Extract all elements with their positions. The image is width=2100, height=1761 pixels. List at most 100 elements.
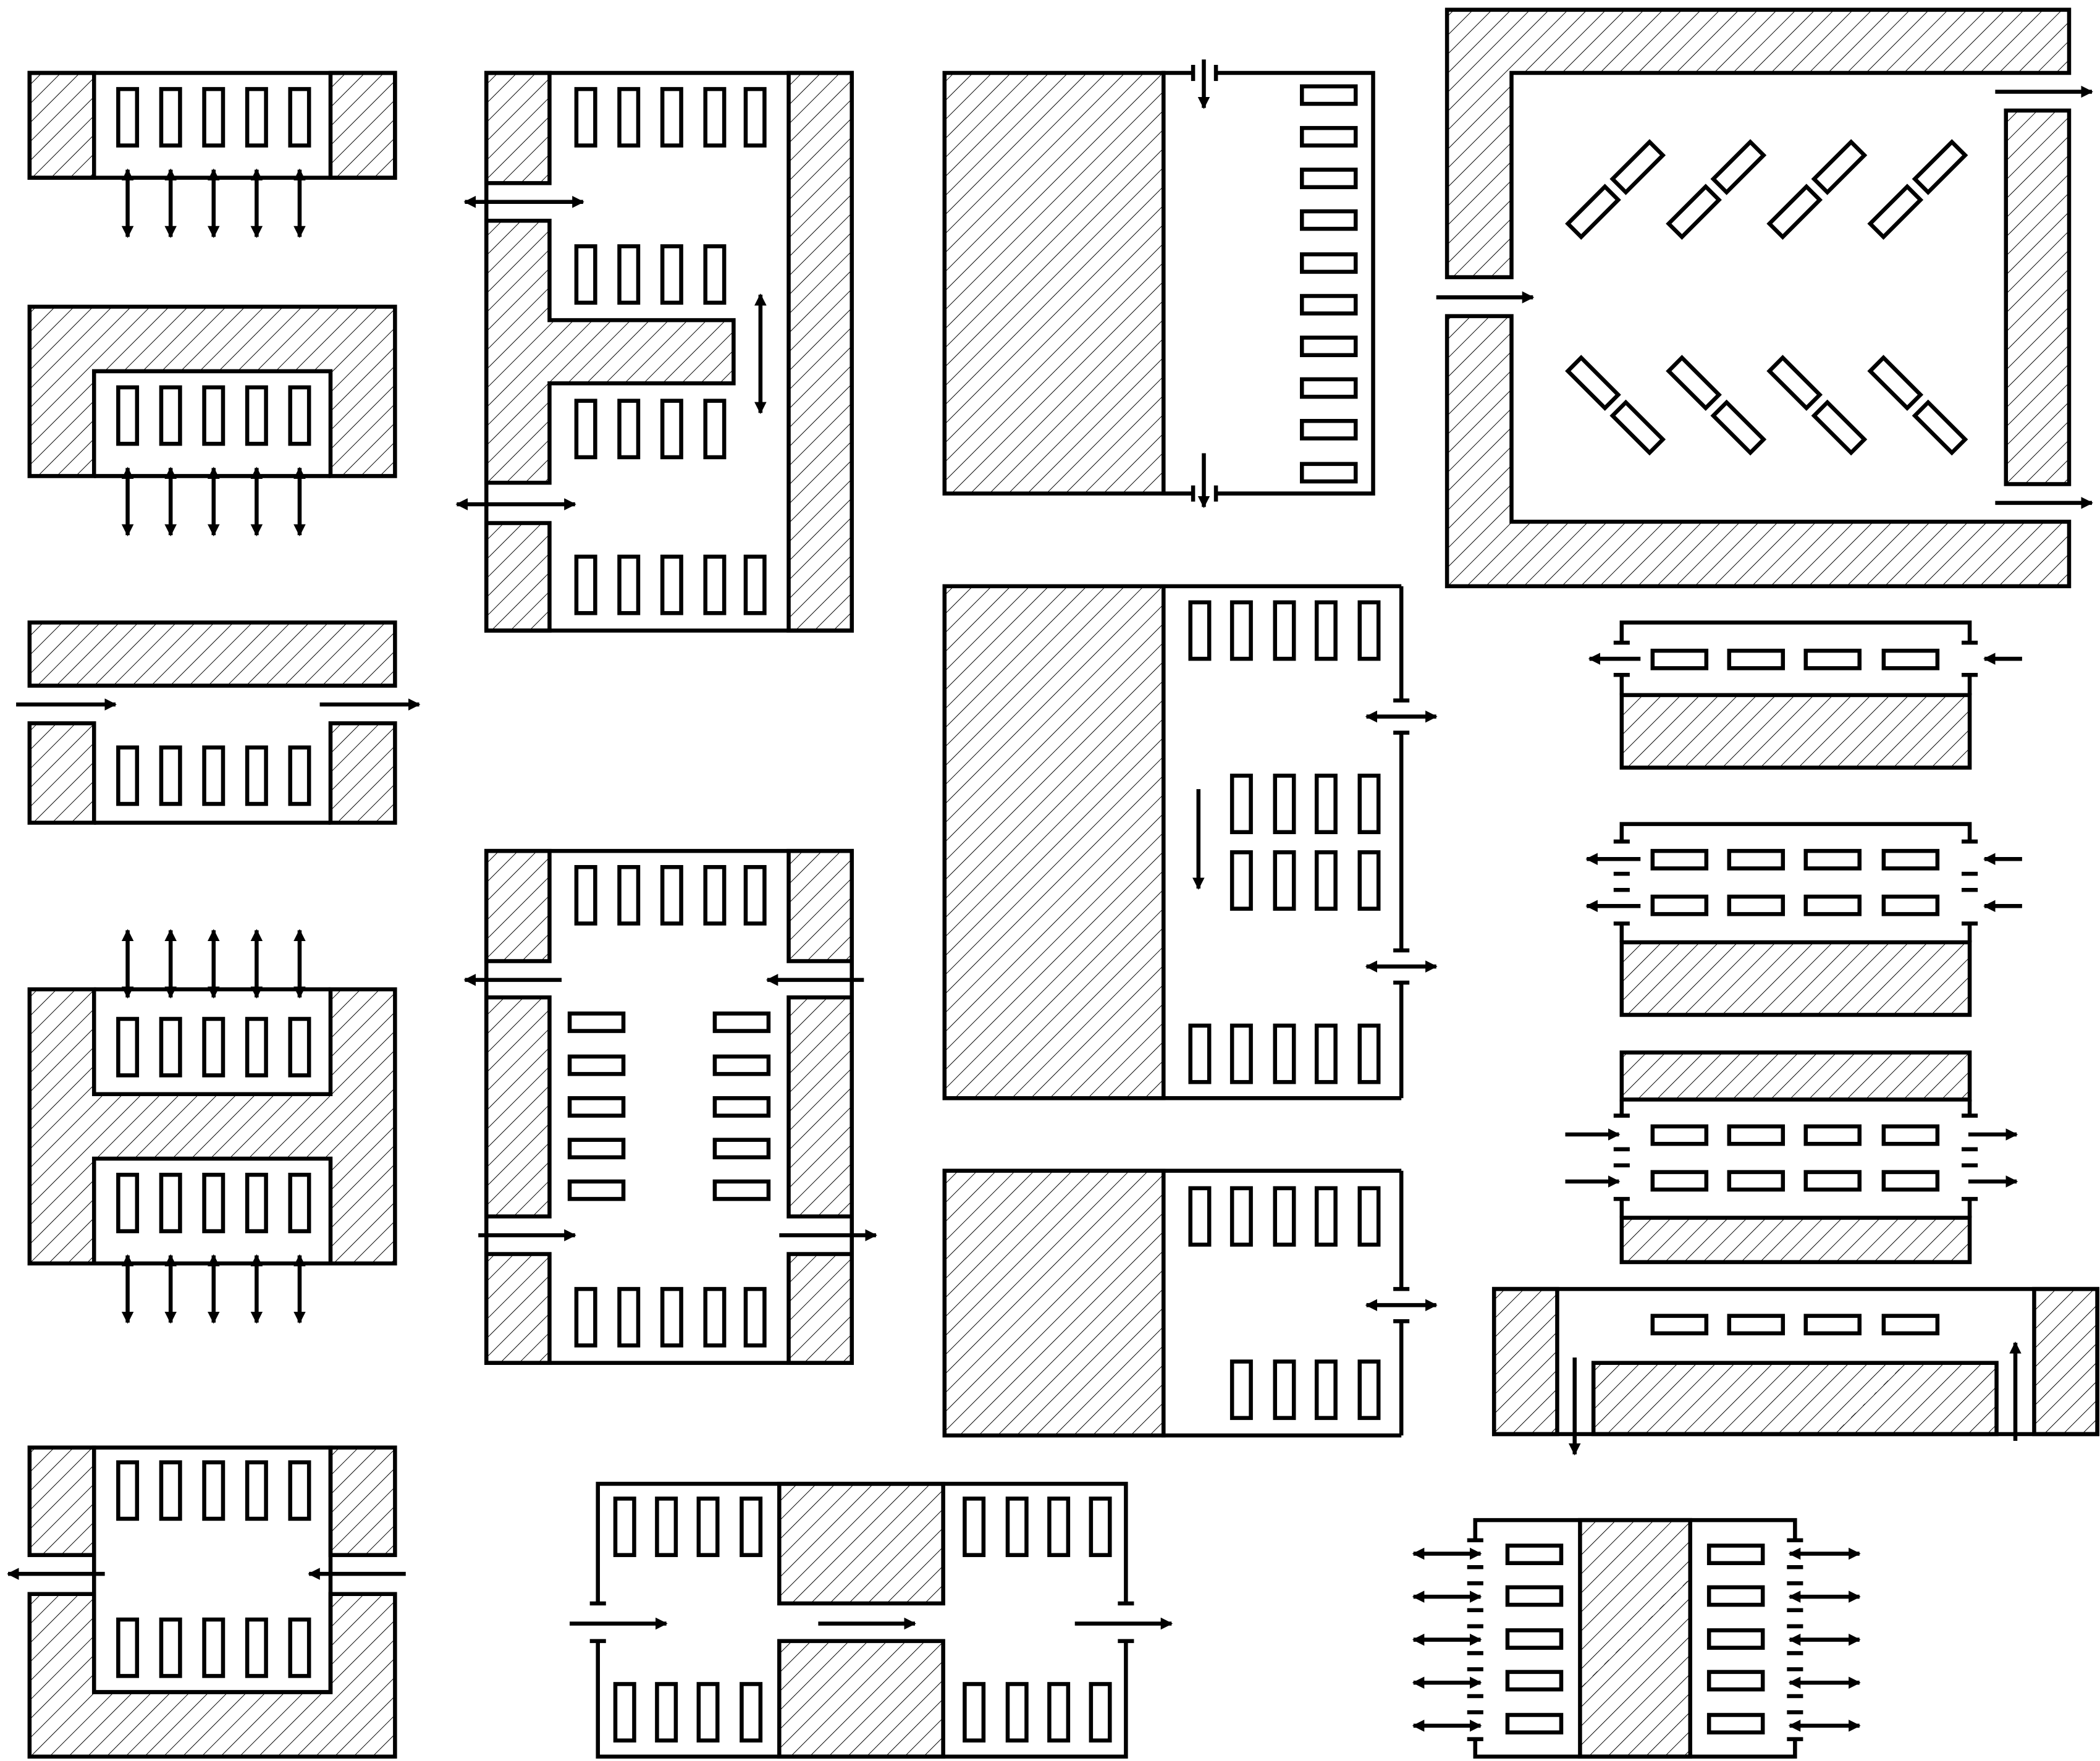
parking-stall <box>1650 848 1709 871</box>
panel-parallel-u-turn <box>1491 1286 2099 1456</box>
parking-stall <box>245 87 268 148</box>
parking-stall <box>660 399 683 460</box>
parking-stall <box>655 1682 678 1743</box>
parking-stall <box>1803 848 1862 871</box>
parking-stall <box>1299 419 1358 441</box>
parking-stall <box>1188 600 1212 661</box>
parking-stall <box>159 87 182 148</box>
parking-stall <box>660 554 683 615</box>
parking-stall <box>1811 139 1868 195</box>
building-bottom <box>1619 940 1972 1017</box>
parking-stall <box>116 1172 140 1233</box>
parking-stall <box>743 87 767 148</box>
parking-stall <box>1299 336 1358 357</box>
parking-stall <box>1650 1314 1709 1336</box>
parking-stall <box>1314 1023 1338 1084</box>
parking-stall <box>1299 84 1358 106</box>
parking-stall <box>1273 774 1296 834</box>
parking-stall-row-bottom <box>574 554 767 615</box>
parking-stall <box>703 1286 727 1348</box>
parking-stall <box>245 1460 268 1521</box>
parking-stall <box>1357 774 1381 834</box>
building-top-l <box>1444 7 2072 279</box>
parallel-stall-column-right <box>1706 1544 1765 1734</box>
parking-stall <box>202 1172 226 1233</box>
parking-stall <box>617 399 641 460</box>
parking-stall <box>1273 1186 1296 1247</box>
parking-stall <box>1229 1359 1253 1421</box>
parking-stall <box>1089 1497 1112 1557</box>
parking-stall <box>1229 850 1253 911</box>
parking-stall <box>660 1286 683 1348</box>
parking-stall <box>1710 399 1767 456</box>
parking-stall <box>1314 600 1338 661</box>
parking-stall-row-mid-upper <box>1229 774 1381 834</box>
parking-stall <box>159 385 182 446</box>
parking-stall-row-mid-lower <box>1229 850 1381 911</box>
parking-stall <box>1766 355 1823 412</box>
parking-stall <box>1314 774 1338 834</box>
parking-stall <box>1706 1585 1765 1607</box>
parking-stall <box>245 1016 268 1078</box>
parking-stall <box>1803 1124 1862 1146</box>
parking-stall <box>712 1054 771 1076</box>
angled-stall-pair <box>1666 139 1767 240</box>
parking-stall <box>1357 600 1381 661</box>
parking-stall <box>1299 209 1358 231</box>
angled-stall-row-upper <box>1565 139 1968 240</box>
parallel-stall-row <box>1650 648 1940 670</box>
parking-stall <box>202 1460 226 1521</box>
parking-stall <box>116 87 140 148</box>
parking-stall <box>712 1011 771 1033</box>
two-way-arrows-left <box>1412 1547 1482 1732</box>
parking-stall <box>617 87 641 148</box>
parking-stall-row-upper <box>116 1460 311 1521</box>
parking-stall-row-top <box>1188 600 1381 661</box>
parking-stall <box>1047 1497 1071 1557</box>
panel-perpendicular-single <box>27 70 397 239</box>
parking-stall <box>1881 1314 1940 1336</box>
parallel-stall-row-lower <box>1650 1170 1940 1192</box>
building-top-center <box>777 1482 945 1606</box>
parking-stall <box>288 1016 311 1078</box>
parking-stall <box>1299 377 1358 399</box>
parking-stall-row-top-left <box>613 1497 763 1557</box>
parking-stall <box>1650 1124 1709 1146</box>
panel-parallel-both-sides-central-building <box>1412 1518 1861 1759</box>
parking-stall <box>288 87 311 148</box>
panel-parallel-one-way-double <box>1585 822 2022 1017</box>
angled-stall-pair <box>1867 139 1968 240</box>
parking-stall <box>712 1138 771 1160</box>
parking-stall <box>1273 850 1296 911</box>
panel-perpendicular-through-lane <box>16 620 421 825</box>
parking-stall-row-mid-lower <box>574 399 727 460</box>
building-left <box>27 70 96 180</box>
parking-stall-row-top <box>574 864 767 926</box>
parallel-stall-column-right <box>712 1011 771 1201</box>
parking-stall <box>1867 184 1924 240</box>
building-mid-left <box>484 995 552 1218</box>
parking-stall <box>1505 1713 1564 1734</box>
lot-outline <box>1161 1168 1402 1438</box>
parking-stall-row <box>116 745 311 806</box>
building-bottom <box>1619 693 1972 770</box>
parking-stall <box>1706 1713 1765 1734</box>
parking-stall-row-upper <box>116 1016 311 1078</box>
angled-stall-row-lower <box>1565 355 1968 456</box>
panel-parallel-stack-column <box>942 59 1375 509</box>
parking-stall <box>617 1286 641 1348</box>
building-bottom-left <box>484 1252 552 1365</box>
parking-stall <box>1314 850 1338 911</box>
parking-stall <box>159 1460 182 1521</box>
building-top-left <box>484 70 552 185</box>
parking-stall <box>567 1054 626 1076</box>
angled-stall-pair <box>1766 355 1868 456</box>
parking-stall <box>617 554 641 615</box>
panel-parallel-two-row-between-buildings <box>1565 1050 2018 1264</box>
parking-stall <box>1881 1170 1940 1192</box>
building-top-left <box>484 848 552 963</box>
building-top-right <box>328 1445 397 1557</box>
parking-stall <box>613 1682 636 1743</box>
parking-stall <box>116 385 140 446</box>
parking-stall <box>743 554 767 615</box>
